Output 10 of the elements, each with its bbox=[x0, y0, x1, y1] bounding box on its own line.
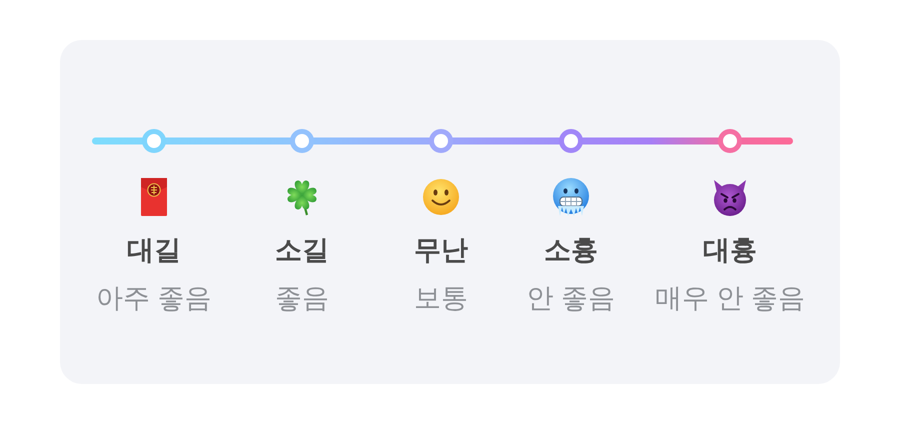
level-description: 아주 좋음 bbox=[96, 283, 212, 313]
level-description: 매우 안 좋음 bbox=[655, 283, 805, 313]
level-description: 안 좋음 bbox=[526, 283, 616, 313]
level-title: 대흉 bbox=[703, 235, 757, 265]
level-description: 좋음 bbox=[275, 283, 329, 313]
level-title: 무난 bbox=[414, 235, 468, 265]
level-title: 소흉 bbox=[544, 235, 598, 265]
level-title: 소길 bbox=[275, 235, 329, 265]
level-title: 대길 bbox=[127, 235, 181, 265]
level-description: 보통 bbox=[414, 283, 468, 313]
